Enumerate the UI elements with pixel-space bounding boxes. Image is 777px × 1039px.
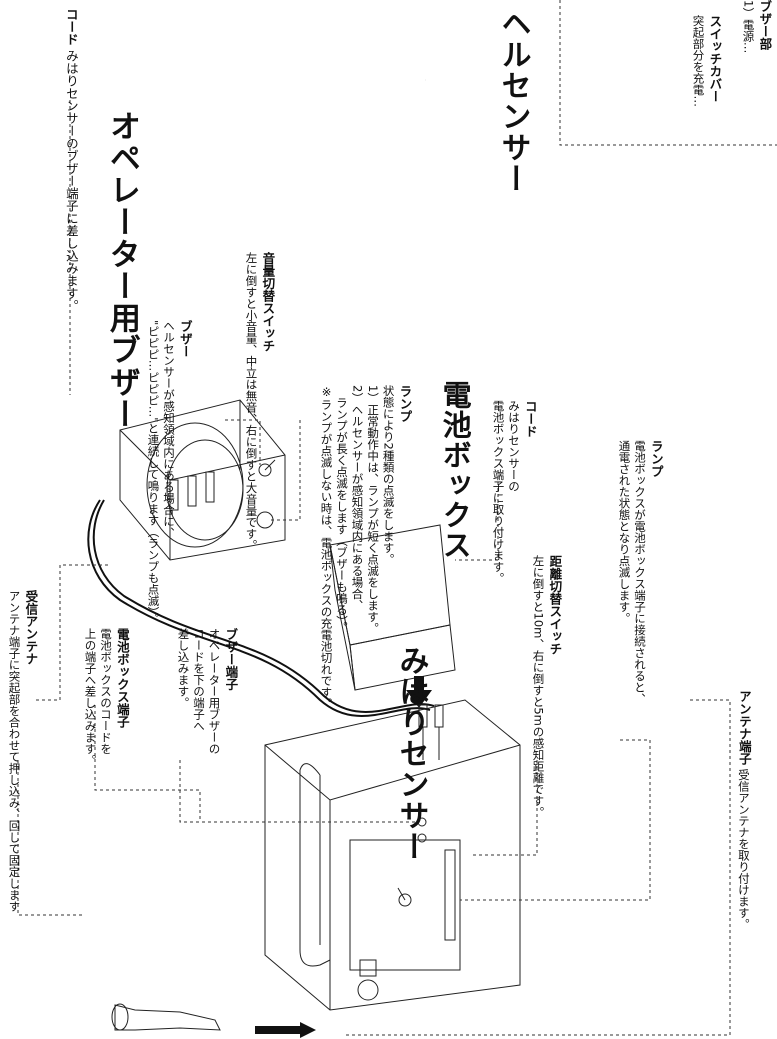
cord-battery-line2: 電池ボックス端子に取り付けます。 xyxy=(491,400,506,584)
cord-battery-label: コード xyxy=(522,400,538,438)
volume-switch-text: 左に倒すと小音量、中立は無音、右に倒すと大音量です。 xyxy=(244,252,259,551)
cord-top-annotation: コード みはりセンサーのブザー端子に差し込みます。 xyxy=(62,8,79,312)
buzzer-part-annotation: ブザー部 1）電源… xyxy=(740,0,773,54)
volume-switch-label: 音量切替スイッチ xyxy=(260,252,276,352)
buzzer-label: ブザー xyxy=(177,320,193,358)
lamp-sensor-label: ランプ xyxy=(648,440,664,478)
receive-antenna-text: アンテナ端子に突起部を合わせて押し込み、回して固定します xyxy=(7,590,22,912)
cord-battery-line1: みはりセンサーの xyxy=(507,400,522,492)
lamp-buzzer-line5: ※ランプが点滅しない時は、電池ボックスの充電池切れです。 xyxy=(319,385,334,710)
cord-top-label: コード xyxy=(63,8,79,46)
lamp-buzzer-line4: ランプが長く点滅をします（ブザーも鳴る）。 xyxy=(335,397,350,633)
battery-terminal-label: 電池ボックス端子 xyxy=(114,628,130,728)
battery-box-drawing xyxy=(329,524,456,691)
antenna-terminal-text: 受信アンテナを取り付けます。 xyxy=(736,768,751,930)
buzzer-terminal-line3: 差し込みます。 xyxy=(176,628,191,709)
distance-switch-label: 距離切替スイッチ xyxy=(547,555,563,655)
switch-cover-text: 突起部分を充電… xyxy=(691,15,706,107)
antenna-terminal-label: アンテナ端子 xyxy=(736,690,752,765)
cord-top-text: みはりセンサーのブザー端子に差し込みます。 xyxy=(63,49,79,312)
switch-cover-label: スイッチカバー xyxy=(707,15,723,103)
receive-antenna-label: 受信アンテナ xyxy=(23,590,39,665)
mihari-sensor-drawing xyxy=(264,699,521,1011)
lamp-sensor-line2: 通電された状態となり点滅します。 xyxy=(617,440,632,624)
buzzer-part-text: 1）電源… xyxy=(741,0,756,54)
buzzer-line2: "ピピピ…ピピピ…"と連続して鳴ります（ランプも点滅）。 xyxy=(146,320,161,624)
lamp-sensor-line1: 電池ボックスが電池ボックス端子に接続されると、 xyxy=(633,440,648,705)
buzzer-line1: ヘルセンサーが感知領域内にある場合に、 xyxy=(162,320,177,539)
lamp-buzzer-line2: 1）正常動作中は、ランプが短く点滅をします。 xyxy=(366,385,381,634)
buzzer-terminal-line2: コードを下の端子へ xyxy=(192,628,207,732)
battery-terminal-annotation: 電池ボックス端子 電池ボックスのコードを 上の端子へ差し込みます。 xyxy=(82,628,130,766)
buzzer-terminal-annotation: ブザー端子 オペレーター用ブザーの コードを下の端子へ 差し込みます。 xyxy=(175,628,239,755)
buzzer-part-label: ブザー部 xyxy=(757,0,773,50)
buzzer-terminal-line1: オペレーター用ブザーの xyxy=(207,628,222,755)
lamp-buzzer-line1: 状態により2種類の点滅をします。 xyxy=(381,385,396,565)
cord-battery-annotation: コード みはりセンサーの 電池ボックス端子に取り付けます。 xyxy=(490,400,538,584)
lamp-buzzer-line3: 2）ヘルセンサーが感知領域内にある場合、 xyxy=(350,385,365,611)
lamp-buzzer-annotation: ランプ 状態により2種類の点滅をします。 1）正常動作中は、ランプが短く点滅をし… xyxy=(318,385,413,710)
battery-terminal-line1: 電池ボックスのコードを xyxy=(99,628,114,755)
distance-switch-annotation: 距離切替スイッチ 左に倒すと10m、右に倒すと5mの感知距離です。 xyxy=(530,555,563,818)
antenna-terminal-annotation: アンテナ端子 受信アンテナを取り付けます。 xyxy=(735,690,752,930)
title-mihari-sensor: みはりセンサー xyxy=(393,645,429,862)
antenna-drawing xyxy=(111,1003,221,1031)
lamp-sensor-annotation: ランプ 電池ボックスが電池ボックス端子に接続されると、 通電された状態となり点滅… xyxy=(616,440,664,705)
switch-cover-annotation: スイッチカバー 突起部分を充電… xyxy=(690,15,723,107)
operator-buzzer-drawing xyxy=(119,399,286,561)
volume-switch-annotation: 音量切替スイッチ 左に倒すと小音量、中立は無音、右に倒すと大音量です。 xyxy=(243,252,276,551)
receive-antenna-annotation: 受信アンテナ アンテナ端子に突起部を合わせて押し込み、回して固定します xyxy=(6,590,39,912)
battery-terminal-line2: 上の端子へ差し込みます。 xyxy=(83,628,98,766)
title-operator-buzzer: オペレーター用ブザー xyxy=(103,110,140,430)
title-battery-box: 電池ボックス xyxy=(438,380,473,560)
buzzer-annotation: ブザー ヘルセンサーが感知領域内にある場合に、 "ピピピ…ピピピ…"と連続して鳴… xyxy=(145,320,193,624)
distance-switch-text: 左に倒すと10m、右に倒すと5mの感知距離です。 xyxy=(531,555,546,818)
title-helmet-sensor: ヘルセンサー xyxy=(495,8,531,194)
lamp-buzzer-label: ランプ xyxy=(397,385,413,423)
buzzer-terminal-label: ブザー端子 xyxy=(223,628,239,691)
